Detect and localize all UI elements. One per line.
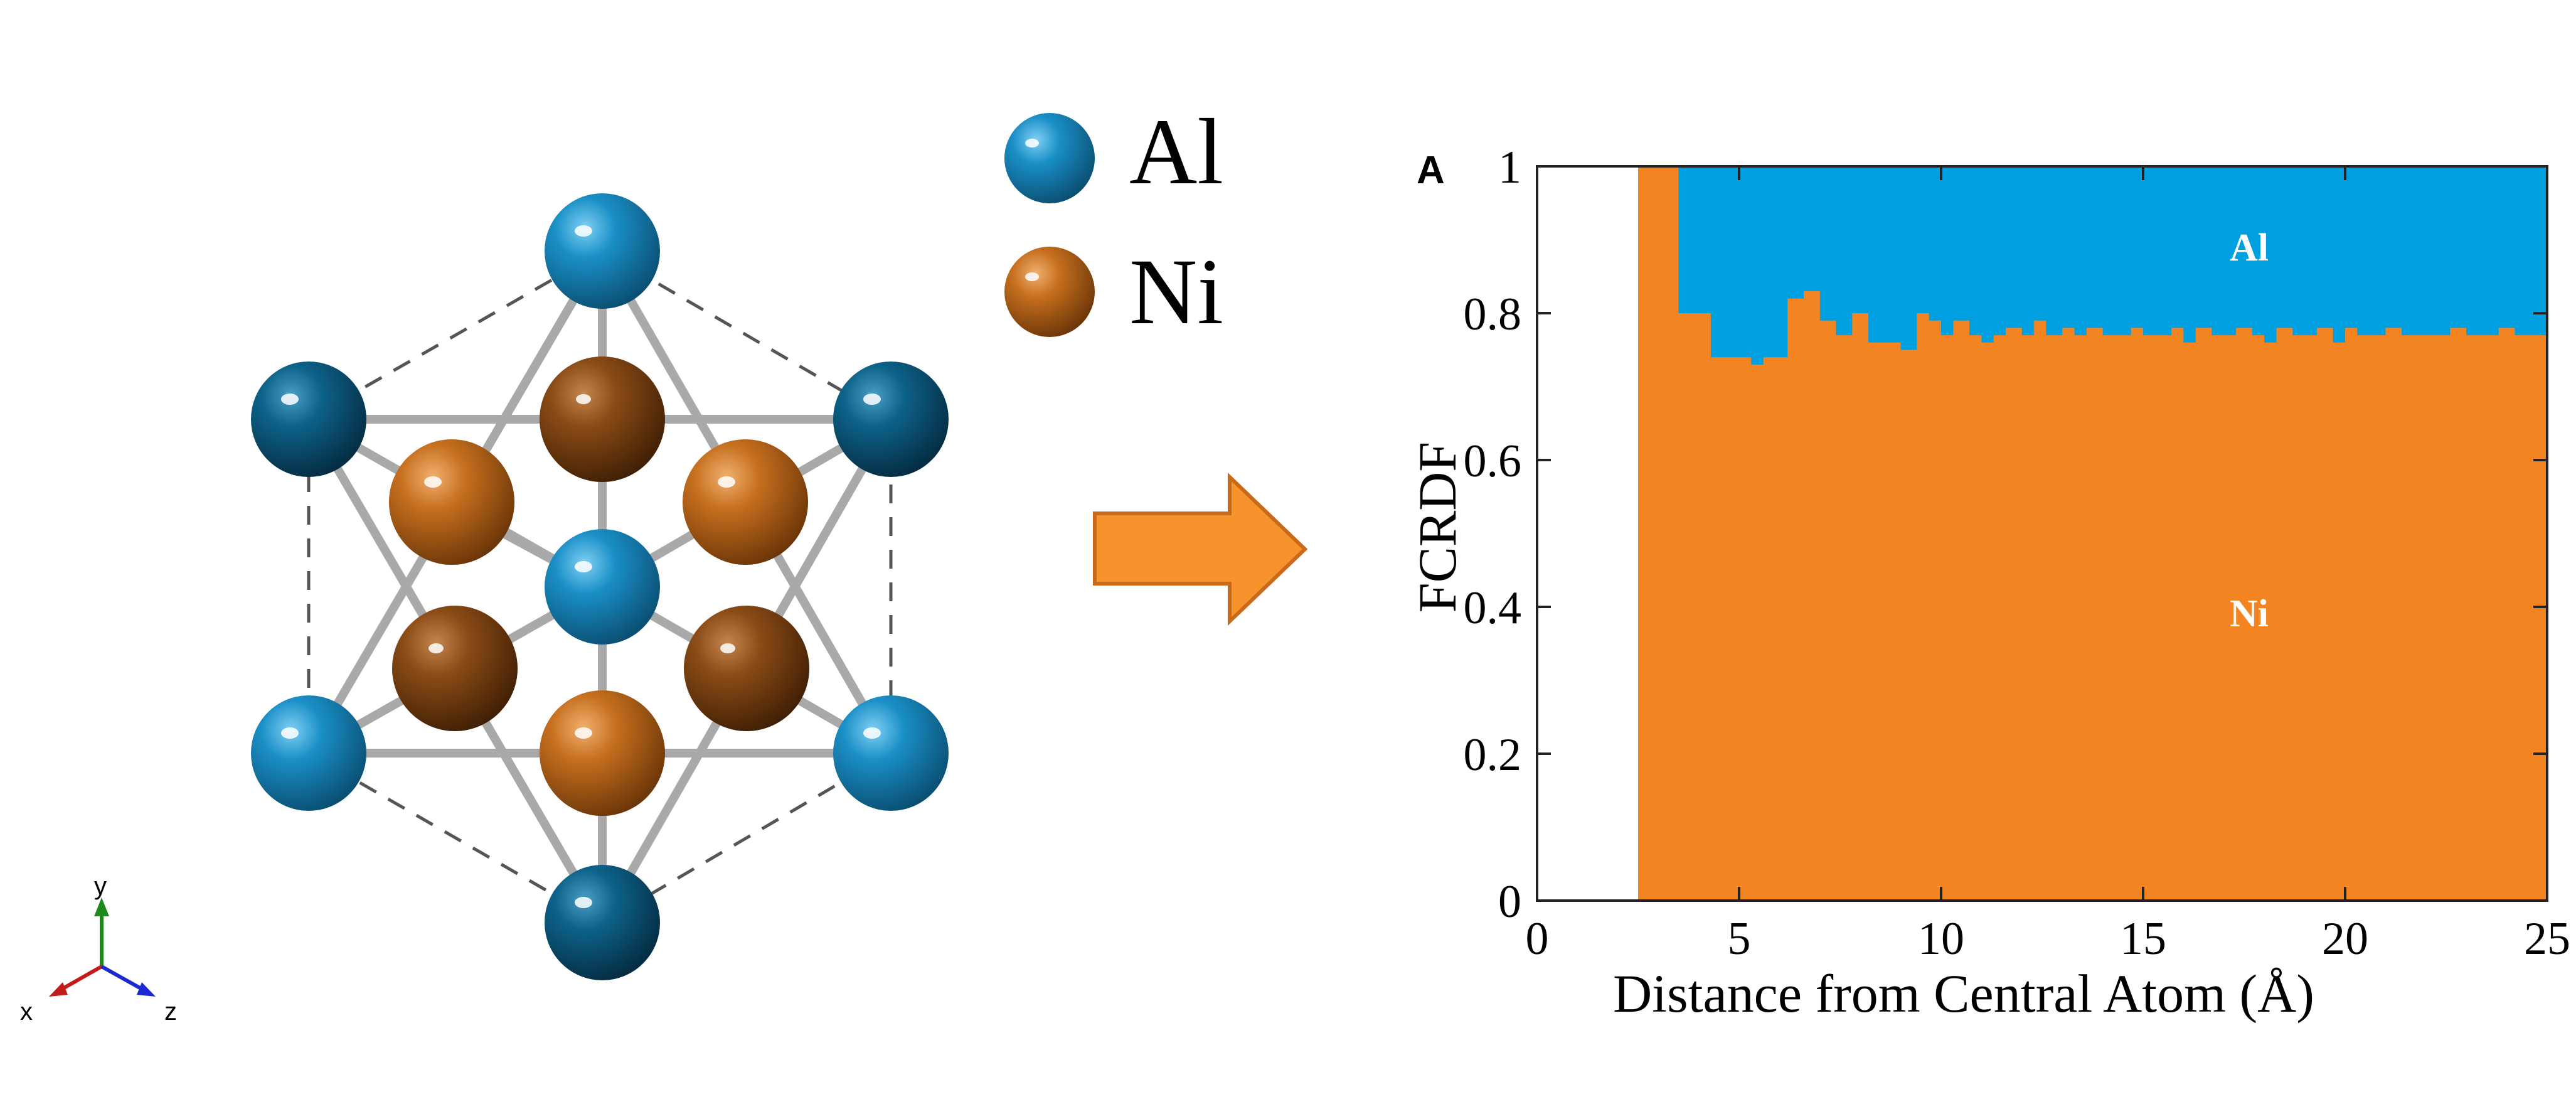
ni-area	[1638, 166, 2547, 901]
triad-label-z: z	[164, 998, 177, 1026]
cluster-structure	[251, 193, 949, 980]
x-tick-label: 25	[2524, 913, 2570, 965]
legend-al-label: Al	[1129, 100, 1223, 204]
y-tick-label: 1	[1498, 142, 1521, 193]
region-label-ni: Ni	[2230, 592, 2269, 635]
al-atom	[833, 695, 949, 811]
ni-atom	[540, 690, 665, 816]
axes-triad-icon: y x z	[20, 872, 177, 1026]
x-tick-label: 20	[2322, 913, 2368, 965]
plot-area	[1638, 166, 2547, 901]
x-tick-label: 15	[2120, 913, 2166, 965]
al-atom	[545, 865, 660, 980]
al-atom	[545, 193, 660, 309]
x-axis-ticks: 0 5 10 15 20 25	[1526, 166, 2570, 965]
triad-label-y: y	[94, 872, 107, 900]
ni-atom	[540, 356, 665, 482]
y-axis-ticks: 0 0.2 0.4 0.6 0.8 1	[1464, 142, 2547, 928]
specular-highlights	[281, 225, 881, 908]
al-atom	[251, 362, 366, 477]
ni-atom	[392, 606, 518, 731]
legend: Al Ni	[1004, 100, 1223, 344]
y-tick-label: 0	[1498, 876, 1521, 928]
legend-al-swatch	[1004, 113, 1095, 203]
triad-label-x: x	[20, 998, 33, 1026]
x-tick-label: 10	[1918, 913, 1964, 965]
y-tick-label: 0.8	[1464, 289, 1522, 340]
plot-border	[1536, 165, 2548, 902]
region-label-al: Al	[2230, 227, 2269, 269]
ni-atom	[684, 606, 809, 731]
fcrdf-chart: A 0 0.2 0.4 0.6 0.8 1 0 5 10 15 20 25 Al Ni Distan…	[1407, 142, 2570, 1024]
y-tick-label: 0.4	[1464, 582, 1522, 634]
transform-arrow-icon	[1093, 472, 1308, 626]
y-axis-label: FCRDF	[1407, 442, 1467, 613]
ni-atom	[389, 439, 514, 565]
ni-atom	[683, 439, 808, 565]
x-tick-label: 0	[1526, 913, 1549, 965]
al-atom-central	[545, 529, 660, 645]
al-atom	[251, 695, 366, 811]
legend-ni-swatch	[1004, 247, 1095, 337]
x-tick-label: 5	[1728, 913, 1751, 965]
plot-frame	[1536, 165, 2548, 902]
y-tick-label: 0.6	[1464, 436, 1522, 487]
y-tick-label: 0.2	[1464, 729, 1522, 781]
al-atom	[833, 362, 949, 477]
panel-label: A	[1417, 149, 1445, 192]
legend-ni-label: Ni	[1129, 240, 1223, 344]
x-axis-label: Distance from Central Atom (Å)	[1613, 963, 2314, 1024]
